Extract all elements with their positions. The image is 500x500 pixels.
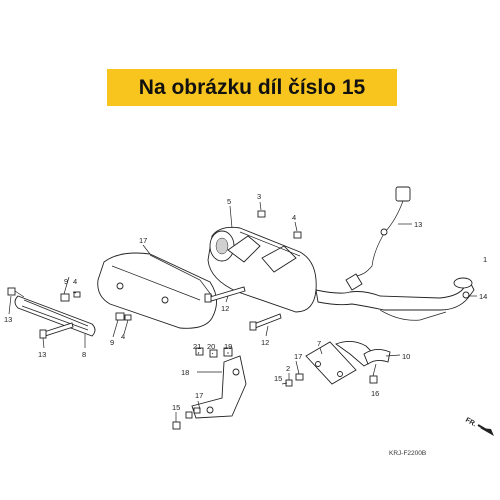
banner-text: Na obrázku díl číslo 15 — [138, 75, 366, 99]
stay-bracket-part — [191, 355, 247, 419]
callout-17b: 17 — [294, 352, 302, 361]
callout-3: 3 — [257, 192, 261, 201]
diagram-code: KRJ-F2200B — [389, 450, 426, 457]
direction-label: FR. — [464, 417, 477, 429]
callout-13: 13 — [4, 315, 12, 324]
mounting-bracket-part — [14, 295, 96, 337]
callout-21: 21 — [193, 342, 201, 351]
leader-lines — [8, 201, 477, 422]
callout-labels: 17 5 3 4 13 1 14 12 12 9 4 9 4 8 13 13 7… — [4, 192, 487, 412]
callout-2: 2 — [286, 364, 290, 373]
callout-18: 18 — [181, 368, 189, 377]
callout-12: 12 — [221, 304, 229, 313]
callout-6: 17 — [139, 236, 147, 245]
callout-8: 8 — [82, 350, 86, 359]
callout-10: 10 — [402, 352, 410, 361]
bolts — [7, 286, 282, 339]
callout-1: 1 — [483, 255, 487, 264]
callout-9: 9 — [64, 277, 68, 286]
callout-4: 4 — [73, 277, 77, 286]
exhaust-pipe-part — [315, 277, 475, 321]
nuts-and-washers — [60, 210, 470, 430]
callout-3b: 4 — [292, 213, 296, 222]
callout-9b: 9 — [110, 338, 114, 347]
callout-15b: 15 — [274, 374, 282, 383]
clamp-part — [363, 349, 391, 365]
front-direction-arrow-icon: FR. — [464, 417, 494, 436]
callout-20: 20 — [207, 342, 215, 351]
callout-16: 16 — [371, 389, 379, 398]
o2-sensor-part — [345, 186, 411, 291]
part-number-banner: Na obrázku díl číslo 15 — [107, 69, 397, 106]
callout-7: 7 — [317, 339, 321, 348]
muffler-part — [207, 226, 317, 313]
callout-17: 17 — [195, 391, 203, 400]
callout-4b: 4 — [121, 332, 125, 341]
callout-5: 5 — [227, 197, 231, 206]
callout-15: 15 — [172, 403, 180, 412]
callout-11: 13 — [414, 220, 422, 229]
callout-14: 14 — [479, 292, 487, 301]
callout-19: 19 — [224, 342, 232, 351]
callout-13b: 13 — [38, 350, 46, 359]
heat-protector-part — [97, 252, 217, 329]
callout-12b: 12 — [261, 338, 269, 347]
